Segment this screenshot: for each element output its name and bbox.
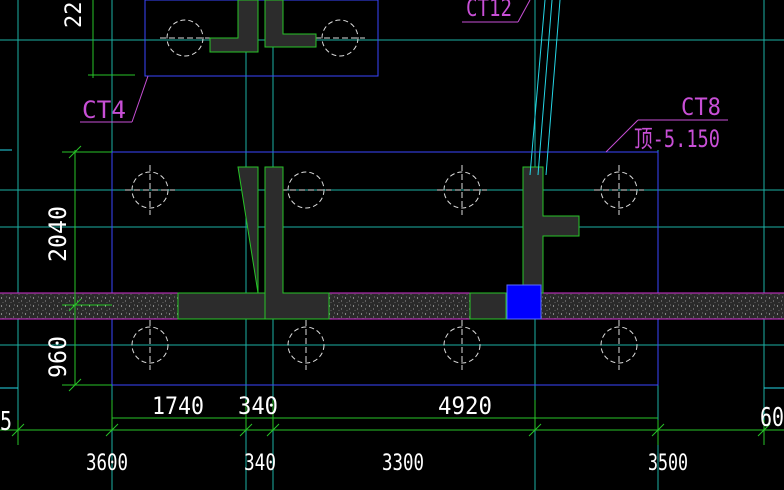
label-ct12[interactable]: CT12 <box>466 0 512 22</box>
dim-edge-right: 60 <box>760 403 784 433</box>
cyan-leaders <box>0 0 784 389</box>
label-ct8[interactable]: CT8 <box>681 93 721 121</box>
dim-left-960: 960 <box>44 336 72 378</box>
dim-bottom-3500: 3500 <box>648 451 688 476</box>
dim-mid-340: 340 <box>238 392 278 420</box>
dim-top-left: 22 <box>62 2 87 29</box>
foundation-beam[interactable] <box>0 292 784 320</box>
pile-cap-ct4[interactable] <box>144 0 379 77</box>
dimension-lines <box>0 0 784 445</box>
dim-mid-4920: 4920 <box>438 392 492 420</box>
label-elevation[interactable]: 顶-5.150 <box>634 125 720 153</box>
dim-bottom-3300: 3300 <box>382 451 424 476</box>
dim-bottom-340: 340 <box>244 451 276 476</box>
dim-mid-1740: 1740 <box>152 392 204 420</box>
label-leaders <box>80 0 728 153</box>
piles <box>125 19 644 370</box>
selected-column[interactable] <box>506 284 542 320</box>
walls <box>177 0 580 320</box>
dim-bottom-3600: 3600 <box>86 451 128 476</box>
dim-left-2040: 2040 <box>44 206 72 262</box>
label-ct4[interactable]: CT4 <box>82 96 126 124</box>
pile-caps <box>111 0 659 386</box>
pile-cap-ct8[interactable] <box>111 151 659 386</box>
dim-edge-left: 5 <box>0 407 12 437</box>
